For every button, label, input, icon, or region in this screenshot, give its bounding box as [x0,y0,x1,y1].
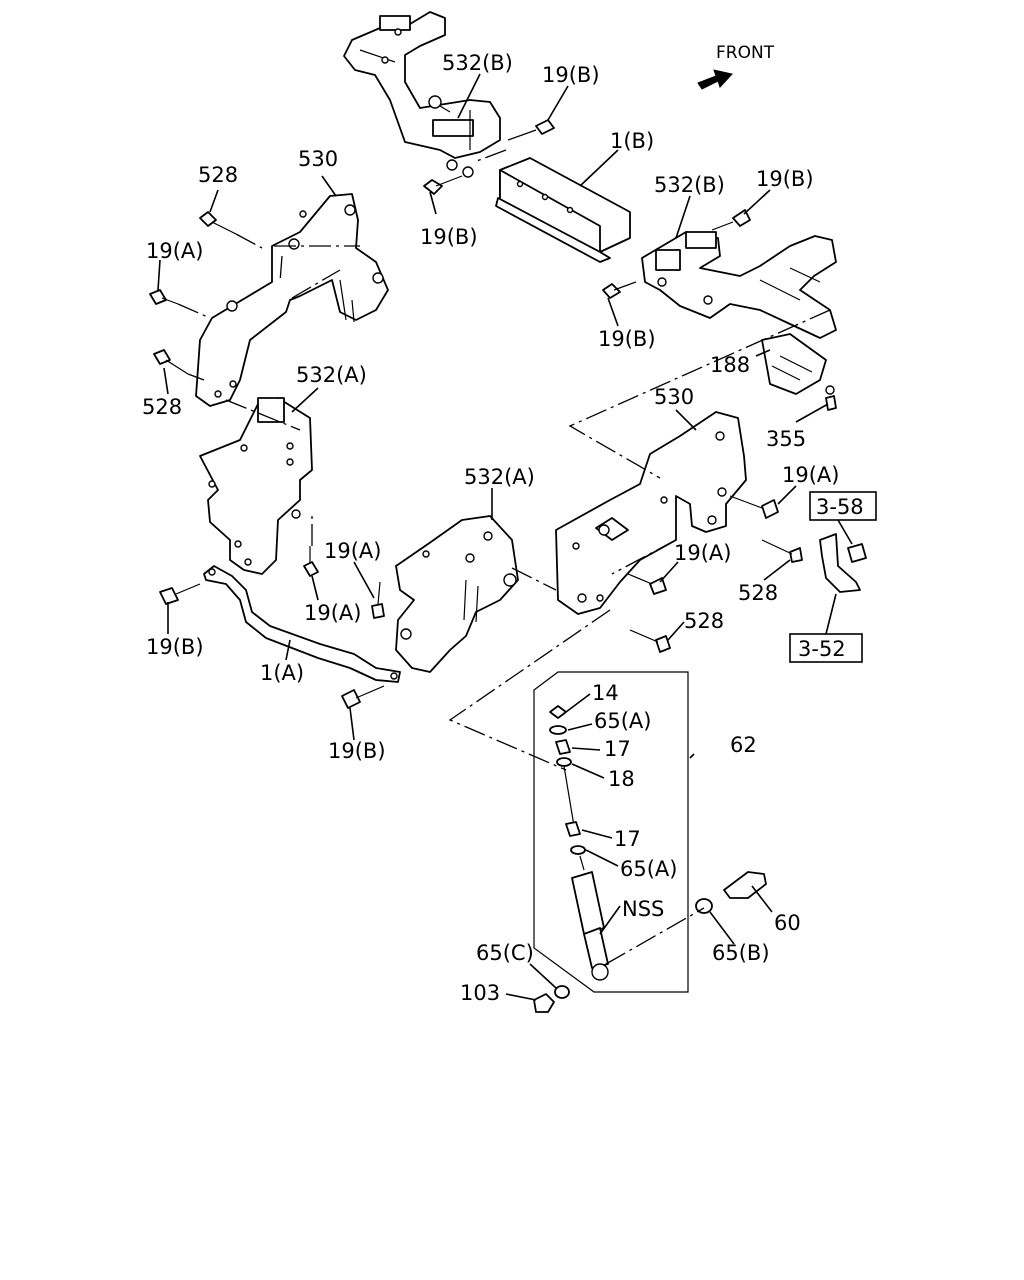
callouts: 532(B) 19(B) 1(B) 19(B) 532(B) 19(B) 19(… [142,51,839,1005]
bolt-19b-left-top [423,159,474,195]
bolt-528-top [199,211,237,235]
reference-box-3-52[interactable]: 3-52 [789,633,863,663]
callout-18: 18 [608,767,635,791]
callout-532a-left: 532(A) [296,363,367,387]
callout-19b-bottom: 19(B) [328,739,386,763]
bolt-528-right [761,539,803,563]
bolt-19a-right-top [729,495,779,519]
callout-65b: 65(B) [712,941,770,965]
bracket-532a-left [199,397,313,575]
callout-65c: 65(C) [476,941,534,965]
reference-label-3-58: 3-58 [816,495,864,519]
callout-532a-center: 532(A) [464,465,535,489]
callout-355: 355 [766,427,806,451]
callout-17-low: 17 [614,827,641,851]
bolt-528-right-low [629,629,671,653]
callout-188: 188 [710,353,750,377]
callout-19a-right-mid: 19(A) [674,541,731,565]
reference-label-3-52: 3-52 [798,637,846,661]
callout-19a-center: 19(A) [324,539,381,563]
bracket-530-left [195,193,389,407]
leader-lines [157,73,853,1001]
callout-19a-right-top: 19(A) [782,463,839,487]
callout-62: 62 [730,733,757,757]
callout-19a-center-low: 19(A) [304,601,361,625]
callout-19b-right: 19(B) [756,167,814,191]
callout-532b-right: 532(B) [654,173,725,197]
front-label: FRONT [716,43,775,63]
bolt-19b-top [507,119,555,141]
callout-19b-left-top: 19(B) [420,225,478,249]
bolt-19a-center-low [303,546,319,577]
callout-103: 103 [460,981,500,1005]
bolt-19b-left-low [159,583,201,605]
alignment-lines [177,149,831,965]
callout-65a-top: 65(A) [594,709,651,733]
reference-box-3-58[interactable]: 3-58 [809,491,877,521]
callout-1b: 1(B) [610,129,654,153]
callout-19b-right-lower: 19(B) [598,327,656,351]
callout-19b-top: 19(B) [542,63,600,87]
bracket-530-right [555,411,747,615]
callout-19a-left: 19(A) [146,239,203,263]
callout-nss: NSS [622,897,664,921]
front-indicator: FRONT [697,43,775,90]
bolt-19a-right-mid [627,573,667,595]
callout-528-right-low: 528 [684,609,724,633]
shock-absorber-62 [533,671,767,1013]
bracket-532b-right [641,231,837,339]
callout-14: 14 [592,681,619,705]
stay-1a [203,565,401,683]
front-arrow-icon [697,69,733,90]
callout-65a-low: 65(A) [620,857,677,881]
bolt-19a-center [371,581,385,619]
bracket-532a-center [395,515,519,673]
bolt-528-left [153,349,189,375]
callout-19b-left-low: 19(B) [146,635,204,659]
crossmember-1b [495,157,631,263]
callout-530-top: 530 [298,147,338,171]
callout-532b-top: 532(B) [442,51,513,75]
callout-530-right: 530 [654,385,694,409]
bolt-19b-bottom [341,685,385,709]
callout-60: 60 [774,911,801,935]
bolt-19b-right-lower [602,281,637,299]
callout-528-right: 528 [738,581,778,605]
bolt-19b-right [711,209,751,231]
bolt-19a-left [149,289,179,305]
callout-528-left: 528 [142,395,182,419]
callout-1a: 1(A) [260,661,304,685]
bracket-532b-top [343,11,501,159]
callout-528-top: 528 [198,163,238,187]
callout-17-top: 17 [604,737,631,761]
mount-188 [761,333,837,411]
bracket-ref-3-58 [819,533,867,593]
